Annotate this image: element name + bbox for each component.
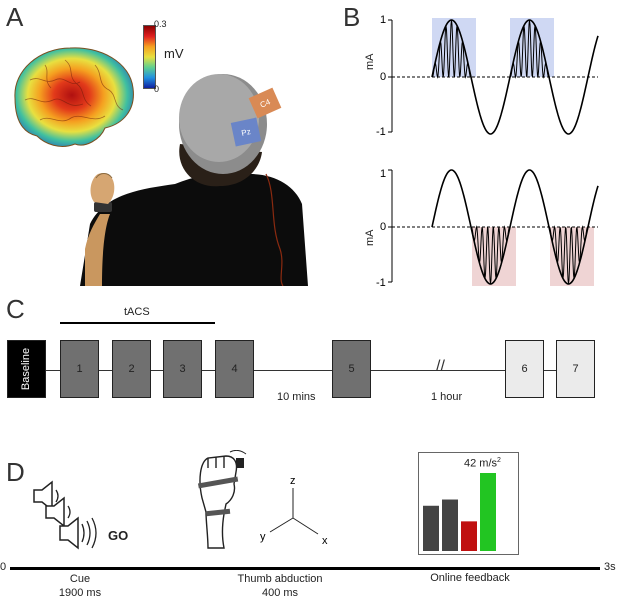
feedback-bar xyxy=(442,499,458,551)
panel-label-d: D xyxy=(6,457,25,487)
block-1: 1 xyxy=(60,340,99,398)
timeline-end-label: 3s xyxy=(604,561,616,573)
bottom-burst-2 xyxy=(548,225,589,285)
timeline-start-label: 0 xyxy=(0,561,7,573)
timeline-axis xyxy=(10,567,600,570)
top-sine-wave xyxy=(431,19,599,135)
block-6-label: 6 xyxy=(521,363,528,375)
feedback-bar xyxy=(461,521,477,551)
feedback-value-exponent: 2 xyxy=(497,457,501,464)
bottom-tick-1: 1 xyxy=(380,168,386,180)
colorbar-unit-label: mV xyxy=(164,46,184,61)
waveform-anodal-plot: 1 0 -1 xyxy=(376,14,599,138)
brain-heatmap-illustration xyxy=(14,47,134,147)
block-6: 6 xyxy=(505,340,544,398)
block-7-label: 7 xyxy=(572,363,579,375)
feedback-value-text: 42 m/s xyxy=(464,457,498,470)
top-ylabel: mA xyxy=(364,53,376,71)
feedback-label: Online feedback xyxy=(430,572,510,584)
block-1-label: 1 xyxy=(76,363,83,375)
electrode-c4-label: C4 xyxy=(258,96,272,110)
colorbar-min-label: 0 xyxy=(154,84,160,94)
hand-accelerometer-illustration xyxy=(197,450,247,549)
bottom-ylabel: mA xyxy=(364,229,376,247)
interval-10-mins: 10 mins xyxy=(277,391,316,403)
block-5: 5 xyxy=(332,340,371,398)
thumb-label-block: Thumb abduction 400 ms xyxy=(215,572,345,600)
colorbar xyxy=(143,25,156,89)
panel-label-b: B xyxy=(343,2,361,32)
top-burst-2 xyxy=(509,19,550,79)
go-label: GO xyxy=(108,528,129,543)
speaker-icon xyxy=(33,480,97,550)
electrode-pz-label: Pz xyxy=(240,126,252,138)
feedback-bar xyxy=(480,473,496,551)
timeline-line xyxy=(46,370,556,371)
xyz-axes-diagram: z y x xyxy=(260,475,328,547)
block-4-label: 4 xyxy=(231,363,238,375)
feedback-value: 42 m/s2 xyxy=(464,457,501,470)
block-7: 7 xyxy=(556,340,595,398)
axis-x-label: x xyxy=(322,535,328,547)
block-2-label: 2 xyxy=(128,363,135,375)
thumb-duration: 400 ms xyxy=(261,587,299,599)
feedback-bars xyxy=(423,473,496,551)
axis-y-label: y xyxy=(260,531,266,543)
top-burst-1 xyxy=(431,19,472,79)
feedback-bar xyxy=(423,505,439,551)
baseline-block: Baseline xyxy=(7,340,46,398)
top-tick-neg1: -1 xyxy=(376,126,386,138)
cue-duration: 1900 ms xyxy=(58,587,102,599)
top-tick-0: 0 xyxy=(380,71,386,83)
panel-label-a: A xyxy=(6,2,24,32)
bottom-sine-wave xyxy=(431,169,599,285)
block-2: 2 xyxy=(112,340,151,398)
cue-label: Cue xyxy=(69,573,91,585)
interval-1-hour: 1 hour xyxy=(431,391,463,403)
axis-z-label: z xyxy=(290,475,296,487)
tacs-label: tACS xyxy=(124,306,150,318)
cue-label-block: Cue 1900 ms xyxy=(40,572,120,600)
top-tick-1: 1 xyxy=(380,14,386,26)
feedback-chart: 42 m/s2 xyxy=(418,452,519,555)
block-3-label: 3 xyxy=(179,363,186,375)
block-4: 4 xyxy=(215,340,254,398)
block-5-label: 5 xyxy=(348,363,355,375)
waveform-cathodal-plot: 1 0 -1 xyxy=(376,168,599,289)
bottom-tick-0: 0 xyxy=(380,221,386,233)
colorbar-max-label: 0.3 xyxy=(154,19,167,29)
tacs-bar xyxy=(60,322,215,324)
block-3: 3 xyxy=(163,340,202,398)
bottom-tick-neg1: -1 xyxy=(376,277,386,289)
participant-illustration xyxy=(80,74,308,286)
panel-label-c: C xyxy=(6,294,25,324)
bottom-burst-1 xyxy=(470,225,511,285)
thumb-label: Thumb abduction xyxy=(237,573,323,585)
interval-break-icon: // xyxy=(436,358,445,375)
baseline-label: Baseline xyxy=(20,347,33,391)
